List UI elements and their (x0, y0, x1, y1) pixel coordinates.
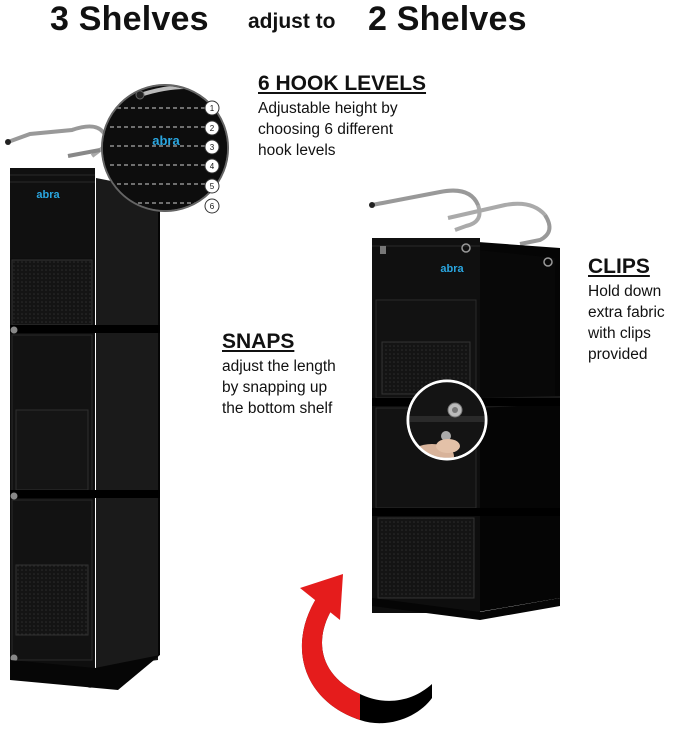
hook-levels-line-2: choosing 6 different (258, 121, 394, 138)
clips-line-4: provided (588, 346, 648, 363)
snaps-line-1: adjust the length (222, 358, 336, 375)
svg-text:2: 2 (210, 124, 215, 133)
hook-levels-callout: 6 HOOK LEVELS Adjustable height by choos… (258, 72, 426, 161)
snaps-line-3: the bottom shelf (222, 400, 333, 417)
snaps-body: adjust the length by snapping up the bot… (222, 356, 336, 419)
svg-text:abra: abra (152, 133, 180, 148)
three-shelf-organizer: abra (5, 124, 160, 690)
hook-levels-line-3: hook levels (258, 142, 336, 159)
hook-levels-zoom: abra 1 2 3 4 5 6 (101, 84, 229, 214)
svg-text:4: 4 (210, 162, 215, 171)
header-2-shelves: 2 Shelves (368, 0, 527, 38)
clips-line-3: with clips (588, 325, 651, 342)
clips-line-1: Hold down (588, 283, 662, 300)
svg-text:abra: abra (440, 263, 464, 275)
snaps-title: SNAPS (222, 330, 295, 353)
svg-text:1: 1 (210, 104, 215, 113)
svg-text:6: 6 (210, 202, 215, 211)
hook-levels-body: Adjustable height by choosing 6 differen… (258, 98, 426, 161)
clips-title: CLIPS (588, 255, 650, 278)
header-adjust-to: adjust to (248, 10, 336, 33)
snap-zoom (406, 379, 488, 461)
clips-body: Hold down extra fabric with clips provid… (588, 281, 665, 365)
curved-arrow-icon (300, 574, 432, 724)
hook-levels-title: 6 HOOK LEVELS (258, 72, 427, 95)
svg-text:abra: abra (36, 189, 60, 201)
clips-line-2: extra fabric (588, 304, 665, 321)
snaps-line-2: by snapping up (222, 379, 328, 396)
hook-levels-line-1: Adjustable height by (258, 100, 398, 117)
clips-callout: CLIPS Hold down extra fabric with clips … (588, 255, 665, 365)
two-shelf-organizer: abra (369, 188, 560, 620)
header-3-shelves: 3 Shelves (50, 0, 209, 38)
svg-text:3: 3 (210, 143, 215, 152)
svg-text:5: 5 (210, 182, 215, 191)
snaps-callout: SNAPS adjust the length by snapping up t… (222, 330, 336, 419)
